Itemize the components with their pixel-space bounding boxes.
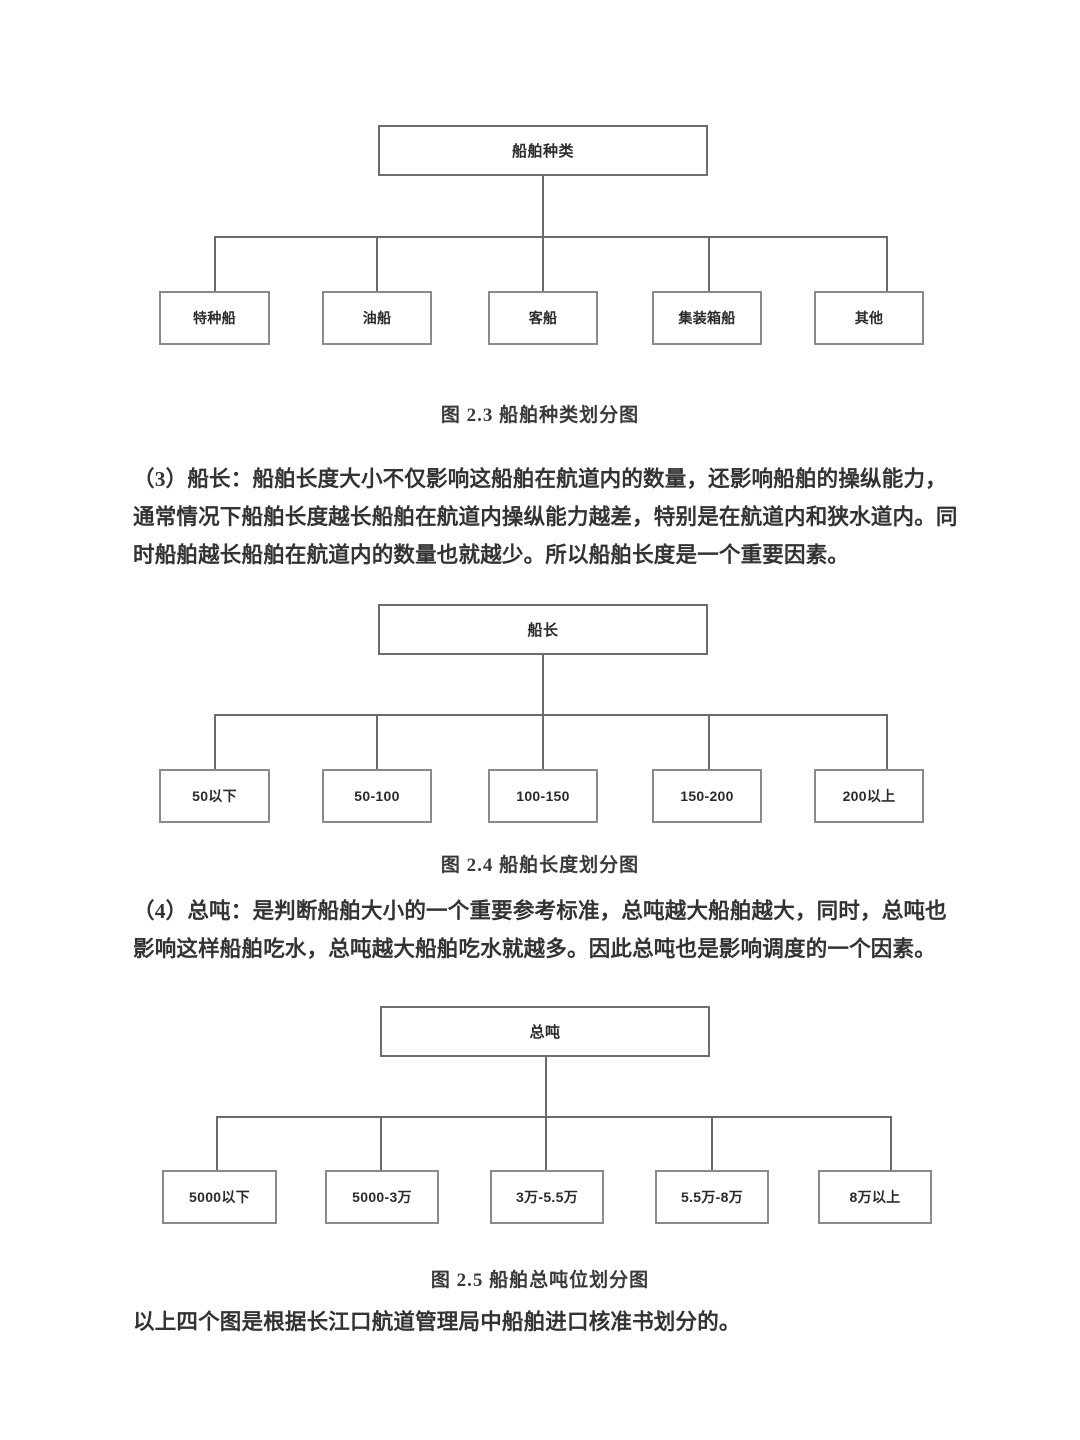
tree-leaf-label: 200以上 <box>842 788 896 804</box>
diagram-ship-type: 船舶种类 特种船 油船 客船 集装箱船 其他 <box>0 0 1080 360</box>
diagram-gross-tonnage: 总吨 5000以下 5000-3万 3万-5.5万 5.5万-8万 8万以上 <box>0 0 1080 1224</box>
tree-leaf-node: 5000-3万 <box>325 1170 439 1224</box>
tree-leaf-label: 5000以下 <box>189 1189 250 1205</box>
connector-leaf-2 <box>376 714 378 769</box>
connector-root-stem <box>545 1057 547 1117</box>
tree-leaf-node: 3万-5.5万 <box>490 1170 604 1224</box>
paragraph-ship-length: （3）船长：船舶长度大小不仅影响这船舶在航道内的数量，还影响船舶的操纵能力， 通… <box>133 460 958 574</box>
tree-leaf-label: 油船 <box>362 310 392 326</box>
tree-root-node: 船舶种类 <box>378 125 708 176</box>
tree-leaf-node: 200以上 <box>814 769 924 823</box>
tree-root-label: 船长 <box>527 622 559 639</box>
tree-root-label: 总吨 <box>529 1024 561 1041</box>
connector-leaf-4 <box>708 714 710 769</box>
paragraph-line: 影响这样船舶吃水，总吨越大船舶吃水就越多。因此总吨也是影响调度的一个因素。 <box>133 937 936 961</box>
connector-leaf-2 <box>376 236 378 291</box>
tree-leaf-node: 8万以上 <box>818 1170 932 1224</box>
tree-leaf-node: 集装箱船 <box>652 291 762 345</box>
tree-leaf-label: 集装箱船 <box>678 310 736 326</box>
connector-leaf-4 <box>708 236 710 291</box>
connector-leaf-2 <box>380 1116 382 1170</box>
tree-leaf-label: 3万-5.5万 <box>515 1189 578 1205</box>
tree-leaf-node: 5.5万-8万 <box>655 1170 769 1224</box>
tree-root-node: 船长 <box>378 604 708 655</box>
tree-root-node: 总吨 <box>380 1006 710 1057</box>
connector-leaf-3 <box>542 236 544 291</box>
tree-leaf-label: 5000-3万 <box>352 1189 412 1205</box>
paragraph-line: 时船舶越长船舶在航道内的数量也就越少。所以船舶长度是一个重要因素。 <box>133 543 850 567</box>
tree-leaf-node: 其他 <box>814 291 924 345</box>
figure-caption-2-3: 图 2.3 船舶种类划分图 <box>440 405 640 426</box>
connector-leaf-1 <box>214 236 216 291</box>
connector-leaf-5 <box>886 714 888 769</box>
connector-horizontal-bar <box>216 1116 892 1118</box>
tree-leaf-label: 5.5万-8万 <box>680 1189 743 1205</box>
figure-caption-2-5: 图 2.5 船舶总吨位划分图 <box>430 1270 650 1291</box>
tree-leaf-label: 50-100 <box>354 788 400 804</box>
tree-leaf-label: 特种船 <box>193 310 236 326</box>
tree-leaf-label: 8万以上 <box>849 1189 901 1205</box>
connector-leaf-1 <box>214 714 216 769</box>
connector-leaf-3 <box>542 714 544 769</box>
tree-leaf-node: 客船 <box>488 291 598 345</box>
connector-horizontal-bar <box>214 236 888 238</box>
tree-leaf-label: 客船 <box>528 310 558 326</box>
connector-root-stem <box>542 176 544 237</box>
figure-caption-2-4: 图 2.4 船舶长度划分图 <box>440 855 640 876</box>
tree-leaf-node: 100-150 <box>488 769 598 823</box>
tree-leaf-node: 150-200 <box>652 769 762 823</box>
tree-leaf-label: 其他 <box>854 310 884 326</box>
connector-leaf-4 <box>711 1116 713 1170</box>
connector-leaf-5 <box>890 1116 892 1170</box>
tree-leaf-node: 油船 <box>322 291 432 345</box>
paragraph-line: （4）总吨：是判断船舶大小的一个重要参考标准，总吨越大船舶越大，同时，总吨也 <box>133 899 947 923</box>
tree-leaf-node: 5000以下 <box>162 1170 277 1224</box>
paragraph-line: 通常情况下船舶长度越长船舶在航道内操纵能力越差，特别是在航道内和狭水道内。同 <box>133 505 958 529</box>
tree-leaf-node: 50以下 <box>159 769 270 823</box>
connector-leaf-3 <box>545 1116 547 1170</box>
connector-root-stem <box>542 655 544 715</box>
paragraph-closing: 以上四个图是根据长江口航道管理局中船舶进口核准书划分的。 <box>133 1303 949 1341</box>
diagram-ship-length: 船长 50以下 50-100 100-150 150-200 200以上 <box>0 0 1080 823</box>
connector-horizontal-bar <box>214 714 888 716</box>
paragraph-gross-tonnage: （4）总吨：是判断船舶大小的一个重要参考标准，总吨越大船舶越大，同时，总吨也 影… <box>133 892 949 968</box>
connector-leaf-1 <box>216 1116 218 1170</box>
tree-root-label: 船舶种类 <box>511 143 574 160</box>
tree-leaf-label: 150-200 <box>680 788 734 804</box>
tree-leaf-node: 特种船 <box>159 291 270 345</box>
tree-leaf-label: 50以下 <box>192 788 237 804</box>
tree-leaf-node: 50-100 <box>322 769 432 823</box>
paragraph-line: （3）船长：船舶长度大小不仅影响这船舶在航道内的数量，还影响船舶的操纵能力， <box>133 467 947 491</box>
paragraph-line: 以上四个图是根据长江口航道管理局中船舶进口核准书划分的。 <box>133 1310 741 1334</box>
connector-leaf-5 <box>886 236 888 291</box>
tree-leaf-label: 100-150 <box>516 788 570 804</box>
